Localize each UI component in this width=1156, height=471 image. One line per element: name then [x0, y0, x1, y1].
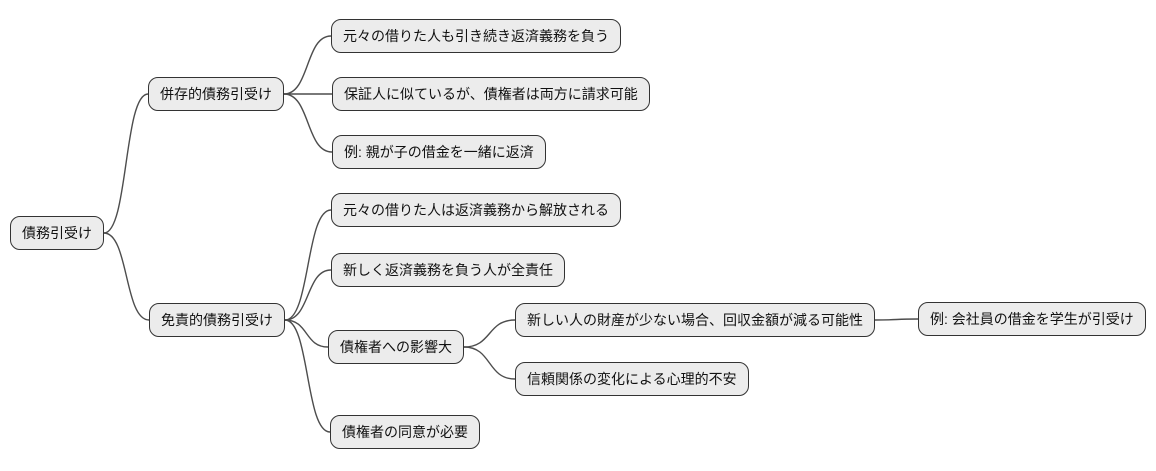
mindmap-edge	[284, 319, 331, 433]
mindmap-edge	[103, 232, 150, 321]
mindmap-edge	[874, 318, 919, 321]
mindmap-edge	[284, 269, 332, 321]
mindmap-edge	[103, 93, 149, 234]
mindmap-edge	[283, 35, 332, 95]
mindmap-node-original-borrower-still-liable: 元々の借りた人も引き続き返済義務を負う	[331, 19, 621, 53]
mindmap-edge	[284, 209, 332, 321]
mindmap-edge	[463, 319, 516, 348]
mindmap-node-psychological-anxiety-trust-change: 信頼関係の変化による心理的不安	[515, 362, 749, 396]
mindmap-edge	[463, 346, 516, 380]
mindmap-node-original-borrower-released: 元々の借りた人は返済義務から解放される	[331, 192, 621, 227]
mindmap-node-big-impact-on-creditor: 債権者への影響大	[328, 330, 464, 364]
mindmap-node-example-parent-repays-with-child: 例: 親が子の借金を一緒に返済	[332, 135, 546, 169]
mindmap-node-recovery-amount-may-decrease: 新しい人の財産が少ない場合、回収金額が減る可能性	[515, 302, 875, 337]
mindmap-node-creditor-consent-required: 債権者の同意が必要	[330, 414, 480, 449]
mindmap-node-discharging-assumption: 免責的債務引受け	[149, 303, 285, 337]
mindmap-node-new-debtor-full-responsibility: 新しく返済義務を負う人が全責任	[331, 252, 565, 287]
mindmap-node-root-debt-assumption: 債務引受け	[10, 215, 104, 250]
mindmap-node-like-guarantor-claim-both: 保証人に似ているが、債権者は両方に請求可能	[332, 77, 650, 111]
mindmap-edge	[283, 93, 333, 153]
mindmap-node-cumulative-assumption: 併存的債務引受け	[148, 77, 284, 111]
mindmap-edge	[284, 319, 329, 348]
mindmap-node-example-student-assumes-worker-debt: 例: 会社員の借金を学生が引受け	[918, 302, 1146, 336]
